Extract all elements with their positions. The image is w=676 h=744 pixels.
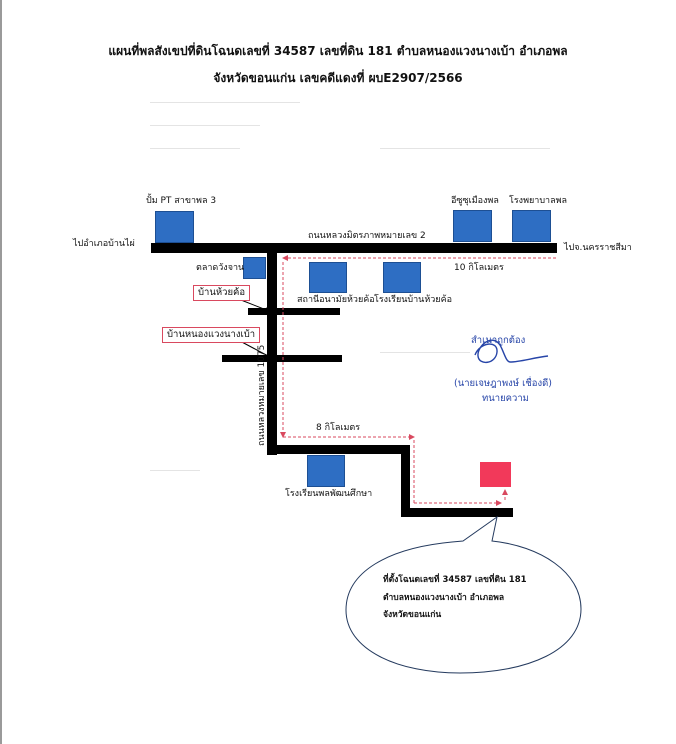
distance-10km-label: 10 กิโลเมตร (454, 263, 504, 273)
show-through-line (380, 352, 470, 353)
main-road (151, 243, 557, 253)
pt-station-label: ปั้ม PT สาขาพล 3 (146, 196, 217, 206)
signer-name: (นายเจษฎาพงษ์ เชื่องดี) (454, 378, 552, 389)
callout-bubble (345, 515, 582, 674)
nongwaeng-pointer (239, 340, 271, 358)
isuzu-label: อีซูซุเมืองพล (451, 196, 499, 206)
huaikho-pointer (240, 299, 270, 312)
map-title-line1: แผนที่พลสังเขปที่ดินโฉนดเลขที่ 34587 เลข… (108, 44, 568, 58)
hospital-building (512, 210, 551, 242)
page-edge (0, 0, 2, 744)
village-huaikho-label: บ้านห้วยค้อ (193, 285, 251, 301)
branch-road-huaikho (248, 308, 340, 315)
branch-road-nongwaeng (222, 355, 342, 362)
road-segment-target (401, 508, 513, 517)
map-title-line2: จังหวัดขอนแก่น เลขคดีแดงที่ ผบE2907/2566 (213, 71, 463, 85)
show-through-line (150, 470, 200, 471)
school-huaikho-label: โรงเรียนบ้านห้วยค้อ (374, 295, 453, 305)
certified-copy-label: สำเนาถูกต้อง (471, 335, 526, 346)
village-nongwaeng-label: บ้านหนองแวงนางเบ้า (162, 327, 261, 343)
side-road-label: ถนนหลวงหมายเลข 1075 (257, 344, 267, 446)
market-label: ตลาดวังจาน (196, 263, 245, 273)
show-through-line (150, 148, 240, 149)
health-station-building (309, 262, 347, 293)
side-road (267, 243, 277, 455)
road-segment-south (401, 445, 410, 517)
callout-line1: ที่ตั้งโฉนดเลขที่ 34587 เลขที่ดิน 181 (383, 575, 527, 585)
show-through-line (380, 148, 550, 149)
signature-scribble (474, 339, 549, 363)
signer-role: ทนายความ (482, 393, 529, 404)
target-parcel (480, 462, 511, 487)
show-through-line (150, 125, 260, 126)
isuzu-building (453, 210, 492, 242)
market-building (243, 257, 266, 279)
school-phon-label: โรงเรียนพลพัฒนศึกษา (285, 489, 373, 499)
callout-line2: ตำบลหนองแวงนางเบ้า อำเภอพล (383, 593, 505, 603)
callout-line3: จังหวัดขอนแก่น (383, 610, 442, 620)
to-banphai-label: ไปอำเภอบ้านไผ่ (73, 239, 135, 249)
health-station-label: สถานีอนามัยห้วยค้อ (297, 295, 375, 305)
road-segment-east (276, 445, 409, 454)
to-nakhonratchasima-label: ไปจ.นครราชสีมา (564, 243, 632, 253)
main-road-label: ถนนหลวงมิตรภาพหมายเลข 2 (308, 231, 426, 241)
show-through-line (150, 102, 300, 103)
school-phon-building (307, 455, 345, 487)
pt-station-building (155, 211, 194, 243)
distance-8km-label: 8 กิโลเมตร (316, 423, 361, 433)
school-huaikho-building (383, 262, 421, 293)
hospital-label: โรงพยาบาลพล (509, 196, 568, 206)
